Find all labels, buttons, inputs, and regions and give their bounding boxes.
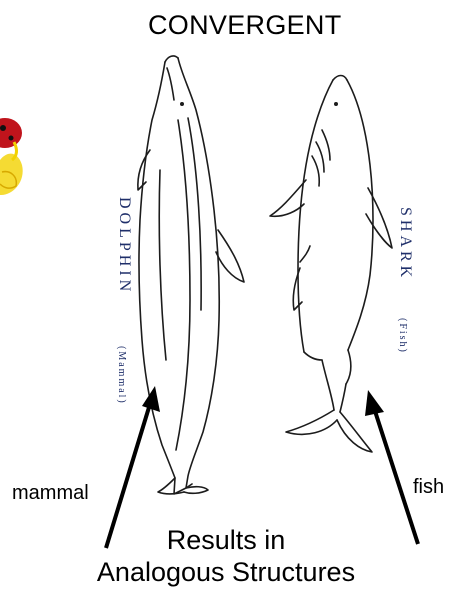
dolphin-name-label: DOLPHIN [115,197,133,295]
fish-label: fish [413,476,444,499]
shark-name-label: SHARK [396,207,414,281]
arrow-to-shark [365,390,418,544]
diagram-title: CONVERGENT [148,10,342,41]
mammal-label: mammal [12,482,89,505]
shark-drawing [270,76,392,453]
caption-line-1: Results in [0,524,452,556]
caption-line-2: Analogous Structures [0,556,452,588]
dolphin-drawing [138,56,244,494]
ladybug-flower-image [0,118,23,195]
shark-class-label: (Fish) [397,318,408,354]
dolphin-class-label: (Mammal) [116,346,127,405]
